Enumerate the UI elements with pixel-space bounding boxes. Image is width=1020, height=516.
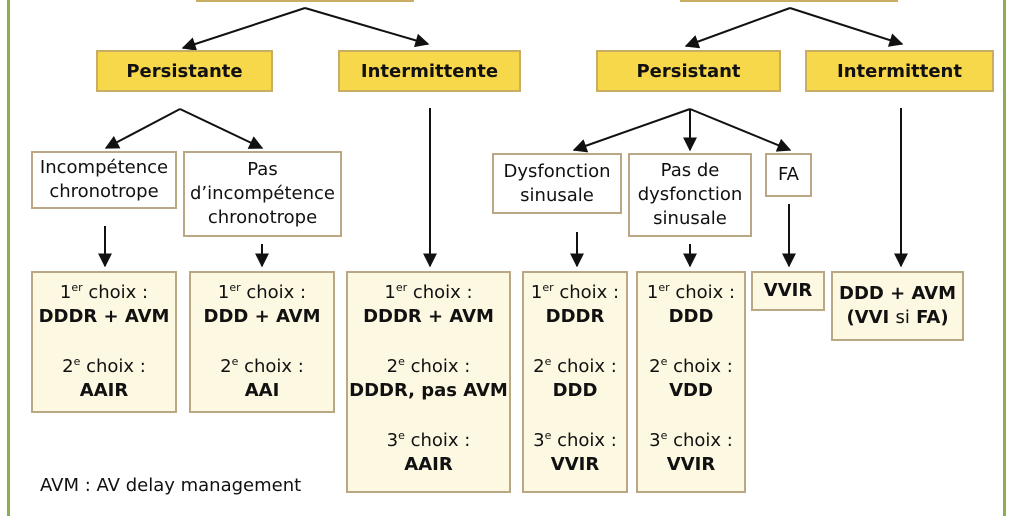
result-box-1: 1er choix : DDDR + AVM 2e choix : AAIR [31, 271, 177, 413]
pas-dysfonction-box: Pas de dysfonction sinusale [628, 153, 752, 237]
choice-2-value: AAI [244, 380, 280, 401]
choice-1-value: DDD + AVM [203, 306, 321, 327]
choice-3-label: 3e choix : [533, 429, 617, 451]
arrow-to-incompetence [104, 108, 181, 149]
green-frame [7, 0, 1006, 516]
arrow-to-dysfonction [572, 108, 691, 153]
choice-1-value: DDDR + AVM [38, 306, 170, 327]
legend-text: AVM : AV delay management [40, 475, 302, 496]
persistant-label: Persistant [636, 60, 741, 82]
intermittente-box: Intermittente [338, 50, 521, 92]
result-box-3: 1er choix : DDDR + AVM 2e choix : DDDR, … [346, 271, 511, 493]
persistante-box: Persistante [96, 50, 273, 92]
choice-3-value: VVIR [550, 454, 600, 475]
pas-incompetence-box: Pas d’incompétence chronotrope [183, 151, 342, 237]
choice-1-label: 1er choix : [530, 281, 620, 303]
dysfonction-line2: sinusale [520, 184, 594, 206]
choice-2-label: 2e choix : [649, 355, 733, 377]
incompetence-line2: chronotrope [49, 181, 159, 202]
dysfonction-box: Dysfonction sinusale [492, 153, 622, 214]
choice-1-label: 1er choix : [384, 281, 473, 303]
top-box-right [680, 0, 898, 2]
persistante-label: Persistante [126, 60, 243, 82]
choice-2-value: VDD [669, 380, 713, 401]
incompetence-line1: Incompétence [39, 157, 169, 178]
result-box-7: DDD + AVM (VVI si FA) [831, 271, 964, 341]
fa-label: FA [777, 164, 799, 185]
pas-dysfonction-line1: Pas de [660, 160, 720, 181]
result-box-6: VVIR [751, 271, 825, 311]
choice-1-label: 1er choix : [217, 281, 307, 303]
result-box-5: 1er choix : DDD 2e choix : VDD 3e choix … [636, 271, 746, 493]
choice-3-value: VVIR [666, 454, 716, 475]
arrow-to-persistante [181, 7, 306, 51]
incompetence-box: Incompétence chronotrope [31, 151, 177, 209]
pas-incompetence-line3: chronotrope [207, 207, 318, 228]
vvir-value: VVIR [763, 280, 813, 301]
intermittent-box: Intermittent [805, 50, 994, 92]
choice-1-value: DDDR + AVM [363, 306, 494, 327]
pas-dysfonction-line2: dysfonction [637, 184, 743, 205]
choice-2-label: 2e choix : [533, 355, 617, 377]
dysfonction-line1: Dysfonction [503, 160, 611, 182]
arrow-to-fa [689, 108, 792, 152]
choice-1-label: 1er choix : [646, 281, 736, 303]
choice-3-value: AAIR [404, 454, 453, 475]
choice-1-value: DDDR [545, 306, 605, 327]
top-box-left [196, 0, 414, 2]
choice-1-value: DDD [668, 306, 714, 327]
vvi-fa-value: (VVI si FA) [846, 307, 949, 328]
choice-2-label: 2e choix : [386, 355, 471, 377]
choice-3-label: 3e choix : [649, 429, 733, 451]
arrow-to-pas-incompetence [179, 108, 264, 149]
persistant-box: Persistant [596, 50, 781, 92]
intermittente-label: Intermittente [360, 60, 499, 82]
intermittent-label: Intermittent [837, 60, 962, 82]
choice-2-label: 2e choix : [220, 355, 304, 377]
result-box-4: 1er choix : DDDR 2e choix : DDD 3e choix… [522, 271, 628, 493]
arrow-to-intermittent [789, 7, 904, 47]
result-box-2: 1er choix : DDD + AVM 2e choix : AAI [189, 271, 335, 413]
arrow-to-intermittente [304, 7, 430, 48]
pas-dysfonction-line3: sinusale [653, 208, 727, 229]
choice-2-label: 2e choix : [62, 355, 146, 377]
choice-1-label: 1er choix : [59, 281, 149, 303]
choice-3-label: 3e choix : [386, 429, 471, 451]
pas-incompetence-line1: Pas [247, 159, 278, 180]
arrow-to-persistant [684, 7, 791, 49]
fa-box: FA [765, 153, 812, 197]
pas-incompetence-line2: d’incompétence [189, 183, 335, 204]
choice-2-value: DDDR, pas AVM [349, 380, 508, 401]
ddd-avm-value: DDD + AVM [839, 283, 956, 304]
choice-2-value: AAIR [79, 380, 129, 401]
choice-2-value: DDD [552, 380, 598, 401]
